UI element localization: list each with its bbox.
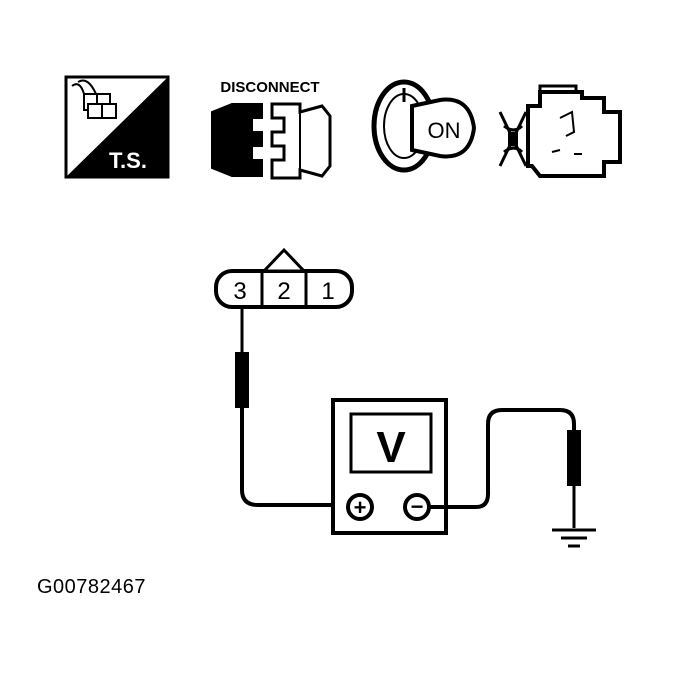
voltmeter-display-label: V xyxy=(376,423,406,472)
positive-terminal xyxy=(346,493,374,521)
negative-probe-lead xyxy=(429,408,581,528)
voltmeter: V + − xyxy=(331,398,448,535)
connector-pin-2: 2 xyxy=(277,278,290,305)
positive-terminal-symbol: + xyxy=(354,495,367,520)
negative-probe-tip xyxy=(567,430,581,486)
disconnect-label: DISCONNECT xyxy=(220,79,319,96)
ignition-key-on-icon: ON xyxy=(371,79,477,173)
ground-symbol-icon xyxy=(552,528,596,548)
test-signal-label: T.S. xyxy=(109,148,147,173)
positive-probe-lead xyxy=(235,307,346,507)
disconnect-icon: DISCONNECT xyxy=(211,79,332,180)
connector-pin-1: 1 xyxy=(321,278,334,305)
figure-id: G00782467 xyxy=(37,576,147,598)
connector-3-pin: 3 2 1 xyxy=(214,247,354,309)
connector-pin-3: 3 xyxy=(233,278,246,305)
ignition-on-label: ON xyxy=(428,118,461,143)
test-signal-icon: T.S. xyxy=(64,75,170,179)
positive-probe-tip xyxy=(235,352,249,408)
negative-terminal-symbol: − xyxy=(411,494,424,519)
engine-off-icon xyxy=(498,84,622,178)
